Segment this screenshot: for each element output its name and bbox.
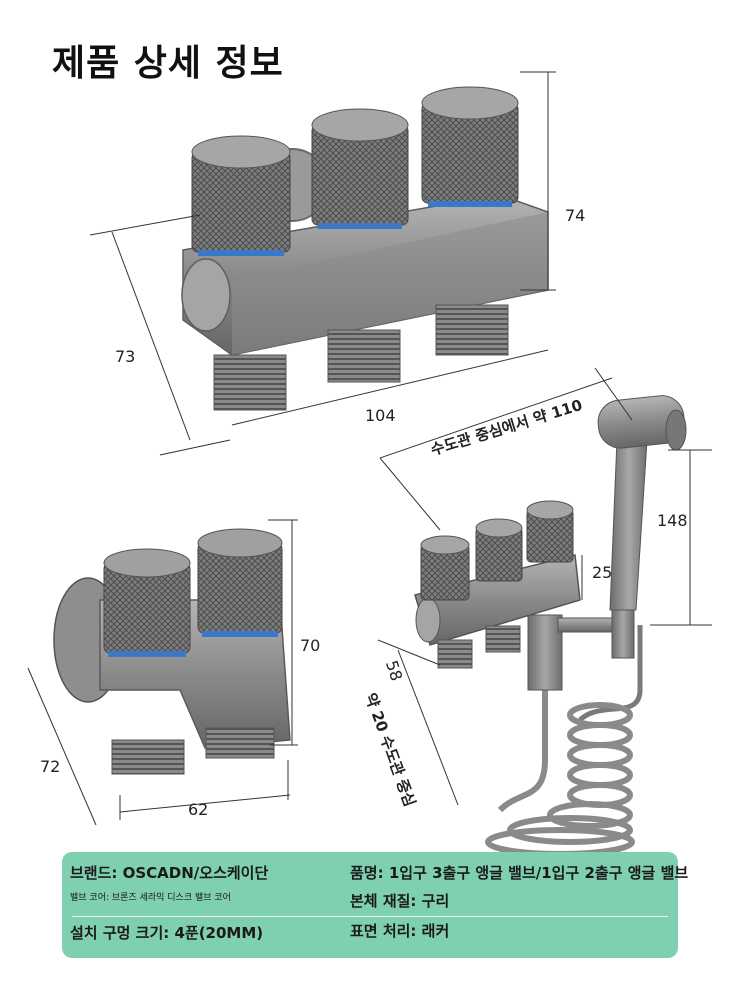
outlet-thread bbox=[111, 739, 185, 775]
coiled-hose bbox=[485, 702, 635, 857]
connector-pipe bbox=[527, 614, 563, 691]
sprayer-set bbox=[377, 367, 712, 857]
dim-depth-double: 72 bbox=[40, 757, 61, 776]
spec-brand: 브랜드: OSCADN/오스케이단 bbox=[70, 864, 269, 882]
dim-height-triple: 74 bbox=[565, 206, 586, 225]
spec-valve-core: 밸브 코어: 브론즈 세라믹 디스크 밸브 코어 bbox=[70, 893, 231, 903]
spec-material: 본체 재질: 구리 bbox=[350, 892, 450, 910]
outlet-thread bbox=[205, 727, 275, 759]
spec-finish: 표면 처리: 래커 bbox=[350, 922, 450, 940]
page-title: 제품 상세 정보 bbox=[52, 43, 284, 84]
dim-width-triple: 104 bbox=[365, 406, 396, 425]
spec-hole-size: 설치 구멍 크기: 4푼(20MM) bbox=[70, 924, 264, 942]
knob bbox=[191, 135, 291, 256]
outlet-thread bbox=[435, 304, 509, 356]
outlet-thread bbox=[213, 354, 287, 411]
knob bbox=[197, 528, 283, 637]
triple-valve bbox=[89, 71, 556, 456]
spec-panel: 브랜드: OSCADN/오스케이단 품명: 1입구 3출구 앵글 밸브/1입구 … bbox=[62, 852, 688, 958]
dim-width-double: 62 bbox=[188, 800, 209, 819]
inlet-cap bbox=[181, 258, 231, 332]
dim-depth-triple: 73 bbox=[115, 347, 136, 366]
outlet-thread bbox=[327, 329, 401, 383]
dim-spray-height: 148 bbox=[657, 511, 688, 530]
knob bbox=[420, 535, 470, 601]
dim-height-double: 70 bbox=[300, 636, 321, 655]
knob bbox=[421, 86, 519, 207]
knob bbox=[526, 500, 574, 563]
spec-product-name: 품명: 1입구 3출구 앵글 밸브/1입구 2출구 앵글 밸브 bbox=[350, 864, 689, 882]
double-valve bbox=[27, 519, 298, 826]
knob bbox=[103, 548, 191, 657]
knob bbox=[475, 518, 523, 582]
dim-block-height: 25 bbox=[592, 563, 613, 582]
spec-divider bbox=[72, 916, 668, 917]
knob bbox=[311, 108, 409, 229]
